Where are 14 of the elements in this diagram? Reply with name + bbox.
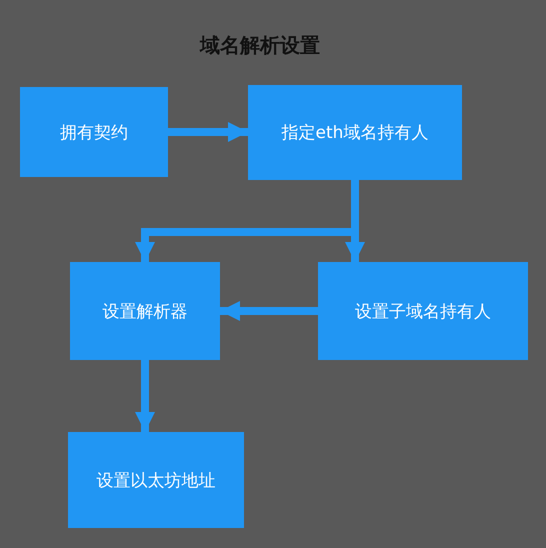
- process-box: [318, 262, 528, 360]
- process-box: [20, 87, 168, 177]
- process-box: [70, 262, 220, 360]
- diagram-title: 域名解析设置: [198, 32, 321, 59]
- box-label: 设置子域名持有人: [355, 300, 491, 322]
- box-label: 拥有契约: [60, 122, 128, 144]
- arrow: [220, 301, 318, 321]
- arrow: [135, 360, 155, 432]
- box-label: 设置解析器: [102, 300, 188, 322]
- process-box: [248, 85, 462, 180]
- box-label: 设置以太坊地址: [96, 470, 216, 492]
- arrow: [168, 122, 248, 142]
- process-box: [68, 432, 244, 528]
- box-label: 指定eth域名持有人: [282, 122, 428, 144]
